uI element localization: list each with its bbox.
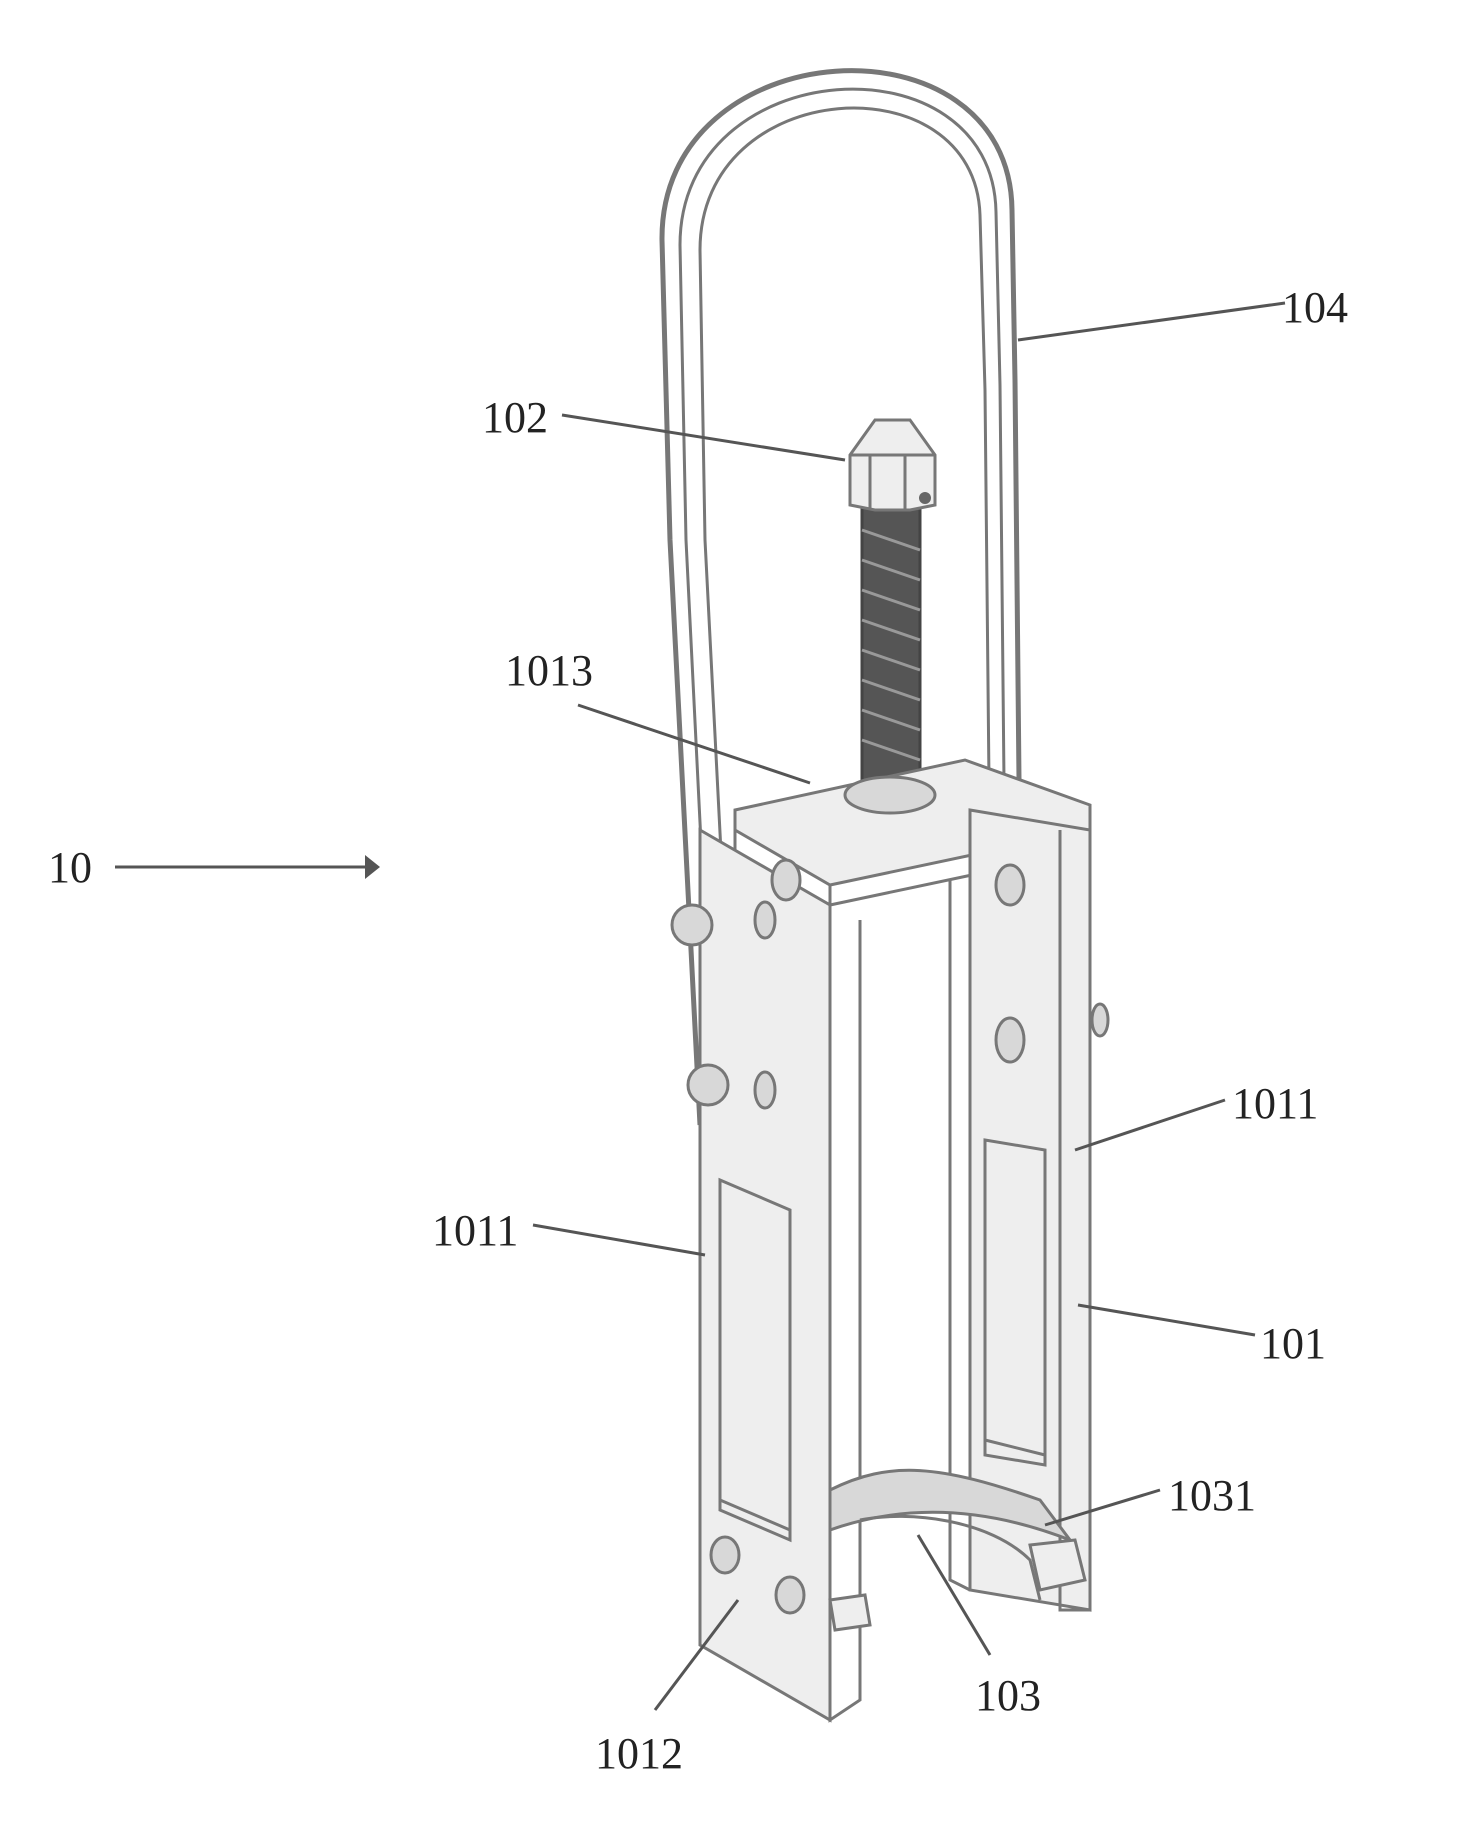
label-jaw-tab: 1031 bbox=[1168, 1471, 1256, 1520]
label-shackle: 104 bbox=[1282, 283, 1348, 332]
label-top-plate: 1013 bbox=[505, 646, 593, 695]
label-nut: 102 bbox=[482, 393, 548, 442]
hex-nut bbox=[850, 420, 935, 510]
label-jaw: 103 bbox=[975, 1671, 1041, 1720]
label-frame: 101 bbox=[1260, 1319, 1326, 1368]
frame-body bbox=[700, 810, 1090, 1720]
label-assembly: 10 bbox=[48, 843, 92, 892]
label-side-plate-left: 1011 bbox=[432, 1206, 518, 1255]
label-bottom-end: 1012 bbox=[595, 1729, 683, 1778]
label-side-plate-right: 1011 bbox=[1232, 1079, 1318, 1128]
threaded-rod bbox=[862, 500, 920, 792]
